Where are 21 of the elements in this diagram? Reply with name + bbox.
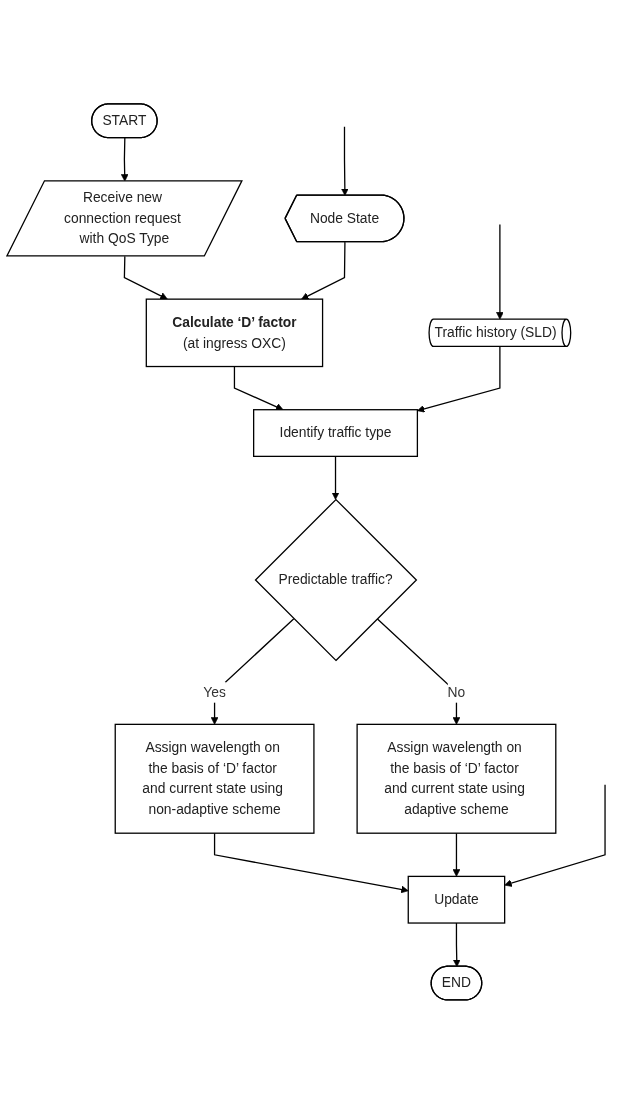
node-box: Assign wavelength on the basis of ‘D’ factor and current state using adaptive scheme [356,723,557,834]
node-box: Update [407,875,506,924]
arrow [210,617,295,725]
node-diamond: Predictable traffic? [254,498,418,661]
arrow [496,223,504,320]
arrow [417,345,501,413]
arrow [331,455,340,500]
node-box: Calculate ‘D’ factor (at ingress OXC) [145,298,324,367]
arrow [376,617,461,725]
arrow [213,832,409,893]
arrow [123,255,168,300]
edge-label: No [447,684,466,699]
arrow [301,241,346,300]
node-text: Traffic history (SLD) [434,324,557,340]
node-box: Identify traffic type [253,408,419,457]
arrow [233,365,284,410]
arrow [504,783,606,887]
arrow [452,832,461,877]
node-box: Assign wavelength on the basis of ‘D’ factor and current state using non-adaptive scheme [114,723,315,834]
arrow [452,921,461,967]
edge-label: Yes [203,684,226,699]
